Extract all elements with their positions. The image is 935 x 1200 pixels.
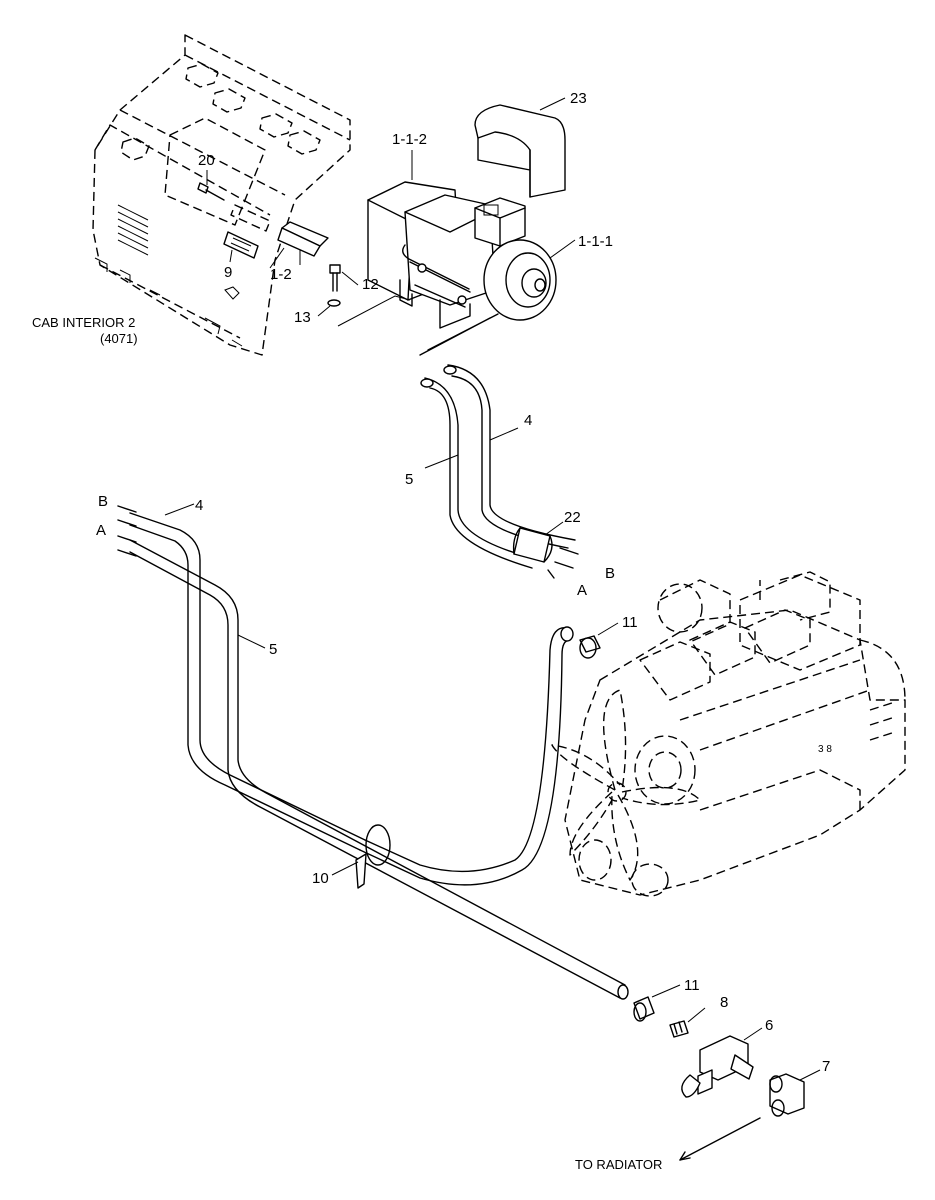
callout-5-lower: 5 — [269, 641, 277, 658]
part-22-clamp — [512, 527, 553, 563]
part-1-2-block — [277, 221, 329, 257]
callout-7: 7 — [822, 1058, 830, 1075]
callout-4-upper: 4 — [524, 412, 532, 429]
part-8-nipple — [669, 1020, 689, 1038]
callout-23: 23 — [570, 90, 587, 107]
engine-fan — [551, 689, 701, 881]
cab-interior-ref: (4071) — [100, 331, 138, 346]
callout-6: 6 — [765, 1017, 773, 1034]
callout-a-upper: A — [577, 582, 587, 599]
callout-20: 20 — [198, 152, 215, 169]
callout-5-upper: 5 — [405, 471, 413, 488]
callout-10: 10 — [312, 870, 329, 887]
cab-interior-label: CAB INTERIOR 2 — [32, 315, 135, 330]
callout-1-1-1: 1-1-1 — [578, 233, 613, 250]
callout-8: 8 — [720, 994, 728, 1011]
leader-lines — [164, 97, 821, 1081]
cab-interior-panel — [92, 34, 351, 356]
part-20-screw — [197, 182, 225, 201]
to-radiator-arrow — [679, 1117, 761, 1161]
notes: CAB INTERIOR 2 (4071) TO RADIATOR 3 8 — [32, 315, 832, 1172]
vent-louvers — [117, 204, 149, 256]
part-13-washer — [327, 299, 341, 307]
engine-marking: 3 8 — [818, 744, 832, 755]
part-23-cover — [474, 104, 566, 198]
callout-1-2: 1-2 — [270, 266, 292, 283]
part-10-clamp — [355, 824, 391, 889]
to-radiator-label: TO RADIATOR — [575, 1157, 662, 1172]
heater-unit — [367, 181, 557, 356]
callout-a-lower: A — [96, 522, 106, 539]
part-7-elbow — [769, 1073, 805, 1117]
callout-1-1-2: 1-1-2 — [392, 131, 427, 148]
part-12-bolt — [329, 264, 341, 292]
blower-motor — [483, 239, 557, 321]
part-9-switch — [223, 204, 271, 259]
callout-4-lower: 4 — [195, 497, 203, 514]
callout-13: 13 — [294, 309, 311, 326]
part-11-upper-clamp — [579, 635, 601, 659]
callout-b-upper: B — [605, 565, 615, 582]
upper-hose-4 — [443, 364, 576, 549]
lower-hose-5 — [129, 539, 629, 1000]
callout-b-lower: B — [98, 493, 108, 510]
callout-22: 22 — [564, 509, 581, 526]
callout-11-upper: 11 — [622, 614, 638, 631]
callout-9: 9 — [224, 264, 232, 281]
engine — [551, 571, 906, 897]
part-11-lower-clamp — [633, 996, 655, 1022]
callout-labels: 23 1-1-2 1-1-1 20 9 1-2 12 13 4 5 22 B A… — [96, 90, 830, 1075]
callout-11-lower: 11 — [684, 977, 700, 994]
part-6-valve — [681, 1035, 754, 1098]
upper-hose-5 — [420, 377, 541, 569]
callout-12: 12 — [362, 276, 379, 293]
lower-hose-4 — [129, 512, 574, 886]
